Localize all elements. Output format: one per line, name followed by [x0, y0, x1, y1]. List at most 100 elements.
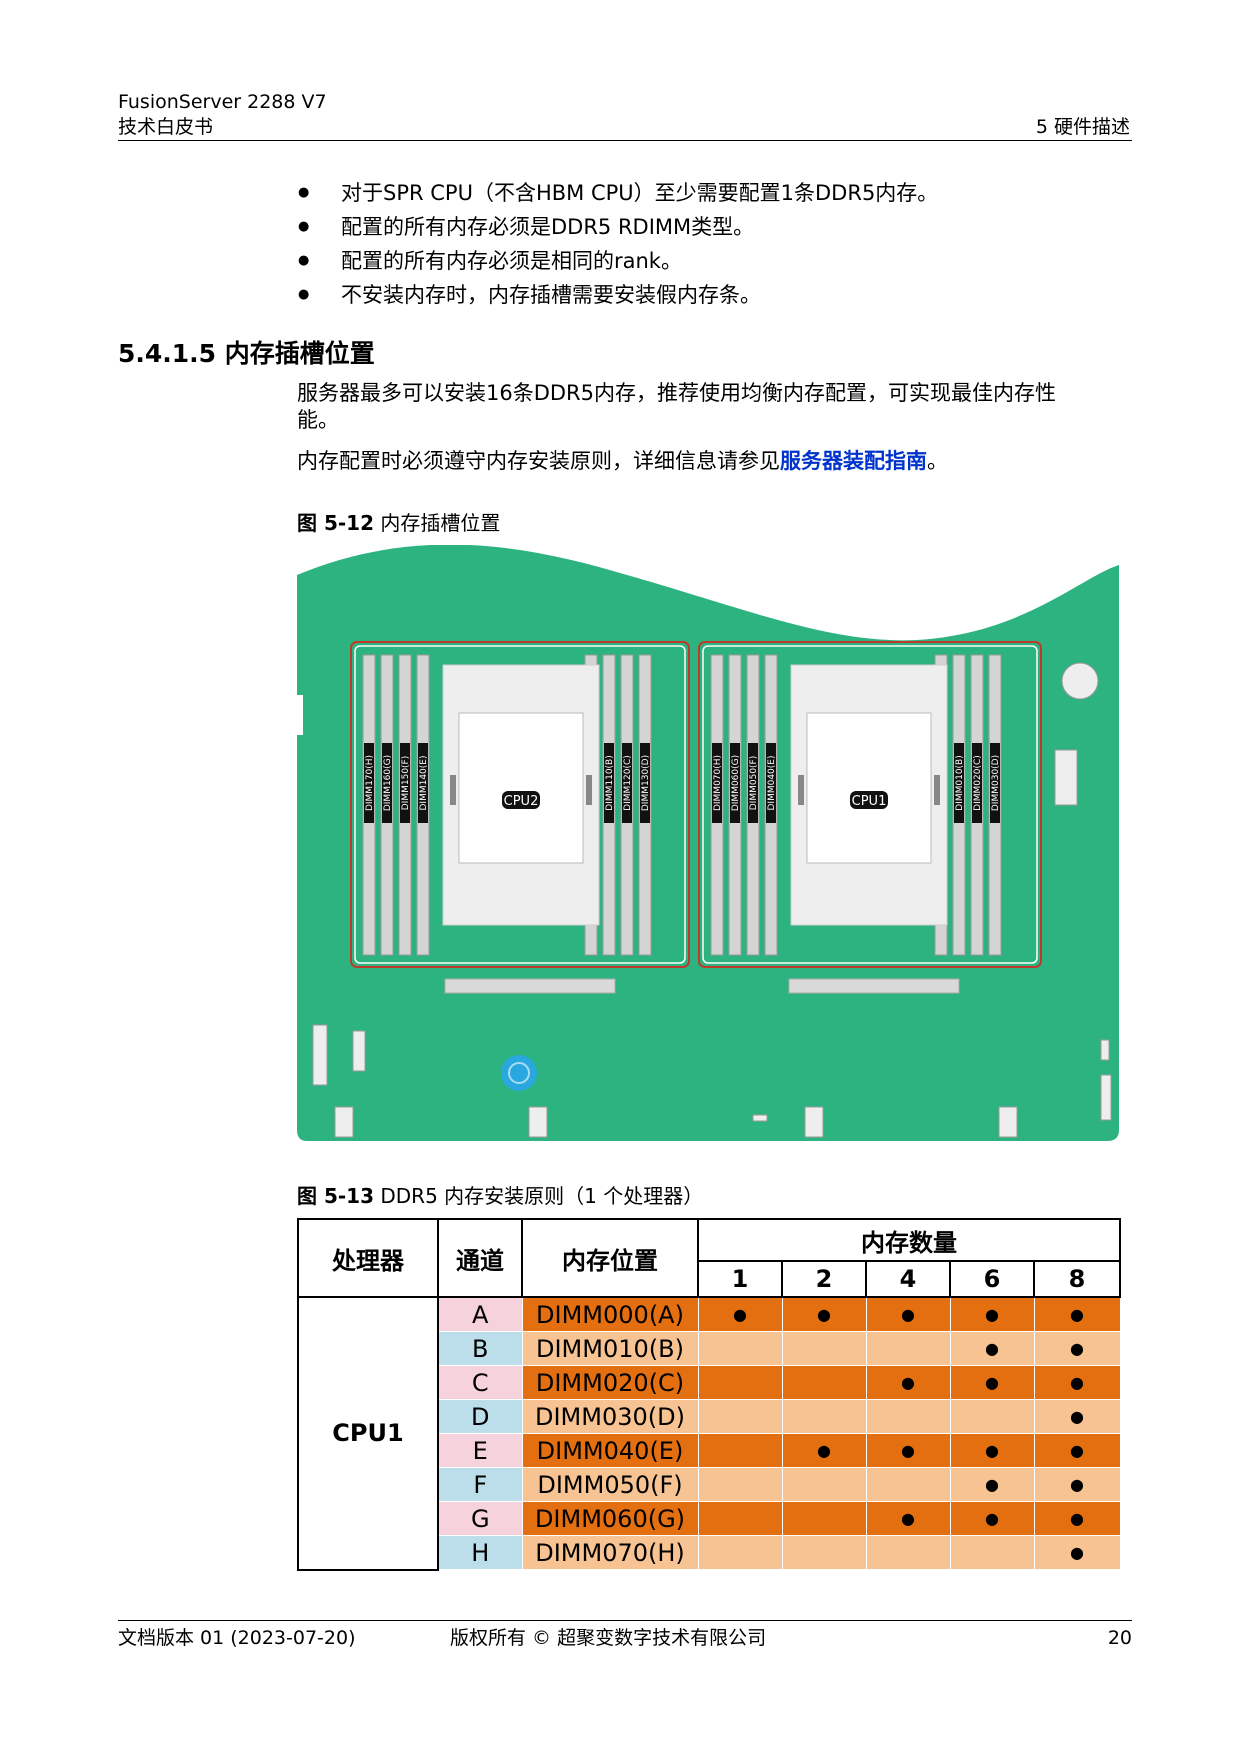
pcie-connector	[788, 978, 960, 994]
channel-cell: D	[437, 1399, 523, 1434]
figure1-title: 内存插槽位置	[380, 511, 501, 535]
cpu1-tag	[850, 791, 888, 809]
installed-dot: ●	[865, 1365, 951, 1400]
installed-dot: ●	[949, 1501, 1035, 1536]
figure2-title: DDR5 内存安装原则（1 个处理器）	[380, 1184, 704, 1208]
assembly-guide-link[interactable]: 服务器装配指南	[780, 449, 927, 473]
channel-cell: C	[437, 1365, 523, 1400]
cpu1-socket: CPU1	[790, 664, 948, 926]
table-header-row: 处理器 通道 内存位置 内存数量	[297, 1218, 1122, 1298]
dimm-slot-label: DIMM040(E)	[767, 755, 777, 810]
th-channel: 通道	[437, 1218, 523, 1298]
footer-version: 文档版本 01 (2023-07-20)	[118, 1627, 356, 1649]
cpu1-group-inner	[702, 645, 1038, 964]
position-cell: DIMM010(B)	[521, 1331, 699, 1366]
empty-cell	[697, 1433, 783, 1468]
dimm-slot-label: DIMM130(D)	[641, 755, 651, 811]
empty-cell	[697, 1467, 783, 1502]
dimm-slot-label: DIMM140(E)	[419, 755, 429, 810]
th-processor: 处理器	[297, 1218, 439, 1298]
installed-dot: ●	[865, 1501, 951, 1536]
th-count-value: 1	[697, 1260, 783, 1298]
empty-cell	[781, 1535, 867, 1570]
installed-dot: ●	[1033, 1296, 1121, 1332]
dimm-slot-label: DIMM070(H)	[713, 755, 723, 811]
empty-cell	[949, 1535, 1035, 1570]
empty-cell	[865, 1331, 951, 1366]
installed-dot: ●	[1033, 1365, 1121, 1400]
figure2-label: 图 5-13	[297, 1184, 375, 1208]
fan-connector-icon	[501, 1055, 537, 1091]
board-connector	[804, 1106, 824, 1138]
channel-cell: A	[437, 1296, 523, 1332]
header-doc-type: 技术白皮书	[118, 116, 214, 138]
dimm-label-bg	[640, 743, 650, 823]
para2-prefix: 内存配置时必须遵守内存安装原则，详细信息请参见	[297, 449, 780, 473]
dimm-slot-label: DIMM010(B)	[955, 755, 965, 811]
cpu1-label: CPU1	[852, 794, 887, 809]
board-connector	[1100, 1039, 1110, 1061]
board-connector	[1100, 1074, 1112, 1121]
dimm-slot-label: DIMM110(B)	[605, 755, 615, 811]
dimm-slot-label: DIMM030(D)	[991, 755, 1001, 811]
th-position: 内存位置	[521, 1218, 699, 1298]
channel-cell: B	[437, 1331, 523, 1366]
board-connector	[998, 1106, 1018, 1138]
header-chapter: 5 硬件描述	[1035, 116, 1130, 138]
dimm-label-bg	[972, 743, 982, 823]
dimm-label-bg	[622, 743, 632, 823]
cpu2-group-outline	[350, 641, 690, 968]
cpu2-tag	[502, 791, 540, 809]
empty-cell	[697, 1535, 783, 1570]
installed-dot: ●	[1033, 1467, 1121, 1502]
dimm-label-bg	[954, 743, 964, 823]
installed-dot: ●	[1033, 1331, 1121, 1366]
th-count-value: 8	[1032, 1260, 1122, 1298]
empty-cell	[697, 1501, 783, 1536]
dimm-label-bg	[364, 743, 374, 823]
dimm-label-bg	[418, 743, 428, 823]
requirements-list: 对于SPR CPU（不含HBM CPU）至少需要配置1条DDR5内存。 配置的所…	[298, 176, 938, 312]
dimm-slot-label: DIMM160(G)	[383, 755, 393, 811]
footer-copyright: 版权所有 © 超聚变数字技术有限公司	[450, 1627, 767, 1649]
position-cell: DIMM020(C)	[521, 1365, 699, 1400]
table-count-row: 1 2 4 6 8	[298, 1260, 1122, 1298]
installed-dot: ●	[1033, 1399, 1121, 1434]
cpu1-latch	[798, 775, 804, 805]
th-count: 内存数量	[696, 1218, 1122, 1262]
installed-dot: ●	[865, 1433, 951, 1468]
position-cell: DIMM060(G)	[521, 1501, 699, 1536]
dimm-label-bg	[382, 743, 392, 823]
th-count-value: 6	[949, 1260, 1035, 1298]
empty-cell	[865, 1535, 951, 1570]
dimm-slot-label: DIMM020(C)	[973, 755, 983, 811]
dimm-label-bg	[604, 743, 614, 823]
cpu1-group-outline	[698, 641, 1042, 968]
installed-dot: ●	[1033, 1501, 1121, 1536]
cpu2-socket: CPU2	[442, 664, 600, 926]
bullet-item: 对于SPR CPU（不含HBM CPU）至少需要配置1条DDR5内存。	[298, 176, 938, 210]
position-cell: DIMM000(A)	[521, 1296, 699, 1332]
board-connector	[528, 1106, 548, 1138]
dimm-label-bg	[748, 743, 758, 823]
empty-cell	[865, 1467, 951, 1502]
empty-cell	[781, 1399, 867, 1434]
board-connector	[752, 1114, 768, 1122]
empty-cell	[697, 1365, 783, 1400]
header-product: FusionServer 2288 V7	[118, 91, 327, 113]
th-count-value: 4	[865, 1260, 951, 1298]
header-rule	[118, 140, 1132, 141]
position-cell: DIMM050(F)	[521, 1467, 699, 1502]
cpu2-latch	[586, 775, 592, 805]
pcie-connector	[444, 978, 616, 994]
board-connector	[312, 1024, 328, 1086]
installed-dot: ●	[949, 1467, 1035, 1502]
